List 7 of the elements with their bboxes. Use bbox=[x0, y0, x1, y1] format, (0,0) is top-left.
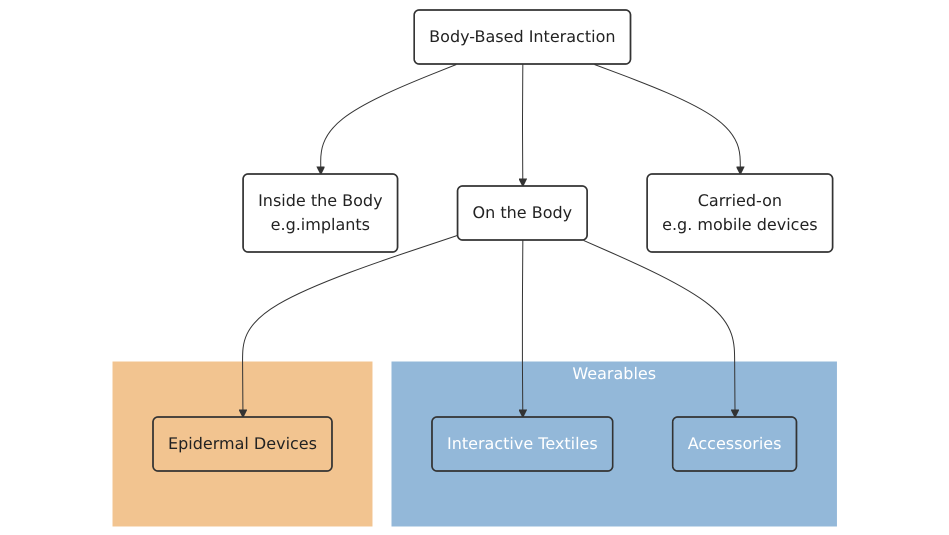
arrow bbox=[518, 240, 527, 418]
arrow bbox=[238, 234, 458, 418]
arrow bbox=[316, 64, 457, 174]
arrow bbox=[518, 64, 527, 186]
arrow bbox=[594, 64, 744, 174]
cluster bbox=[112, 361, 372, 526]
arrow bbox=[582, 239, 740, 418]
